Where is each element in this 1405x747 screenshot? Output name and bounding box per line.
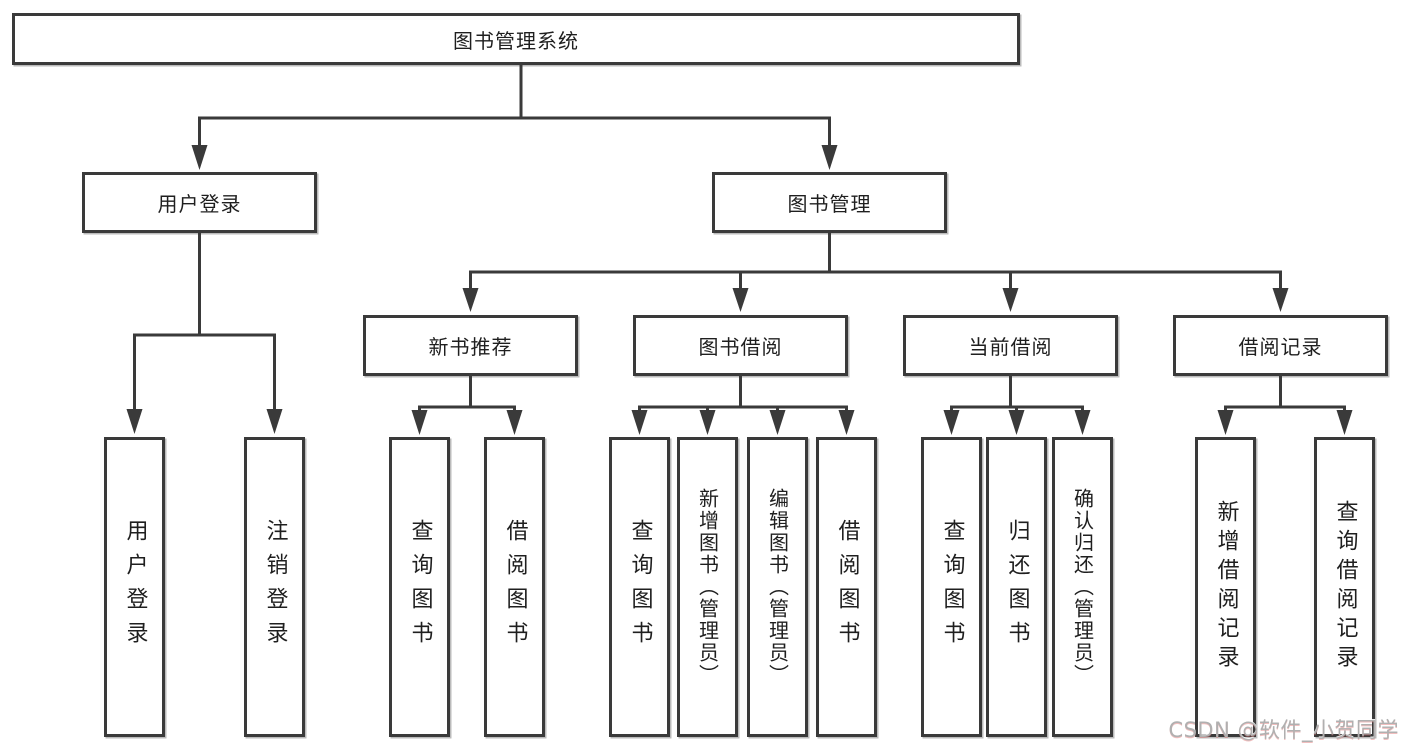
node-label: 借阅图书 (502, 518, 528, 656)
arrowhead (699, 410, 716, 435)
node-leaf-query-books-recommend: 查询图书 (389, 437, 450, 737)
arrowhead (506, 410, 523, 435)
arrowhead (1074, 410, 1091, 435)
node-leaf-query-borrow-record: 查询借阅记录 (1314, 437, 1375, 737)
node-leaf-logout: 注销登录 (244, 437, 305, 737)
node-label: 编辑图书（管理员） (765, 488, 790, 686)
node-book-borrowing: 图书借阅 (633, 315, 848, 376)
arrowhead (266, 409, 283, 434)
node-leaf-query-books-borrowing: 查询图书 (609, 437, 670, 737)
node-label: 查询图书 (407, 518, 433, 656)
node-leaf-edit-books-admin: 编辑图书（管理员） (747, 437, 808, 737)
node-label: 图书借阅 (698, 335, 783, 359)
node-borrowing-records: 借阅记录 (1173, 315, 1388, 376)
node-label: 确认归还（管理员） (1070, 488, 1095, 686)
arrowhead (1008, 410, 1025, 435)
node-label: 新增借阅记录 (1213, 499, 1239, 675)
arrowhead (631, 410, 648, 435)
arrowhead (1272, 288, 1289, 312)
node-leaf-add-borrow-record: 新增借阅记录 (1195, 437, 1256, 737)
arrowhead (411, 410, 428, 435)
csdn-watermark: CSDN @软件_小贺同学 (1168, 718, 1399, 742)
arrowhead (769, 410, 786, 435)
node-leaf-query-books-current: 查询图书 (921, 437, 982, 737)
arrowhead (821, 145, 838, 170)
node-label: 借阅图书 (834, 518, 860, 656)
node-user-login: 用户登录 (82, 172, 317, 233)
arrowhead (191, 145, 208, 170)
arrowhead (838, 410, 855, 435)
node-label: 用户登录 (157, 192, 242, 216)
node-leaf-confirm-return-admin: 确认归还（管理员） (1052, 437, 1113, 737)
node-label: 注销登录 (262, 518, 288, 656)
node-label: 用户登录 (122, 518, 148, 656)
arrowhead (1217, 410, 1234, 435)
node-new-book-recommend: 新书推荐 (363, 315, 578, 376)
node-library-management-system: 图书管理系统 (12, 13, 1020, 65)
node-label: 图书管理 (787, 192, 872, 216)
node-label: 查询借阅记录 (1332, 499, 1358, 675)
node-leaf-borrow-books-recommend: 借阅图书 (484, 437, 545, 737)
arrowhead (1336, 410, 1353, 435)
node-label: 新书推荐 (428, 335, 513, 359)
arrowhead (126, 409, 143, 434)
node-leaf-add-books-admin: 新增图书（管理员） (677, 437, 738, 737)
node-label: 查询图书 (627, 518, 653, 656)
node-label: 新增图书（管理员） (695, 488, 720, 686)
node-label: 当前借阅 (968, 335, 1053, 359)
arrowhead (732, 288, 749, 312)
node-label: 图书管理系统 (453, 28, 579, 53)
node-leaf-return-books: 归还图书 (986, 437, 1047, 737)
arrowhead (943, 410, 960, 435)
arrowhead (462, 288, 479, 312)
node-label: 查询图书 (939, 518, 965, 656)
node-leaf-borrow-books: 借阅图书 (816, 437, 877, 737)
node-label: 归还图书 (1004, 518, 1030, 656)
node-book-management: 图书管理 (712, 172, 947, 233)
arrowhead (1002, 288, 1019, 312)
node-leaf-user-login: 用户登录 (104, 437, 165, 737)
node-label: 借阅记录 (1238, 335, 1323, 359)
node-current-borrowing: 当前借阅 (903, 315, 1118, 376)
